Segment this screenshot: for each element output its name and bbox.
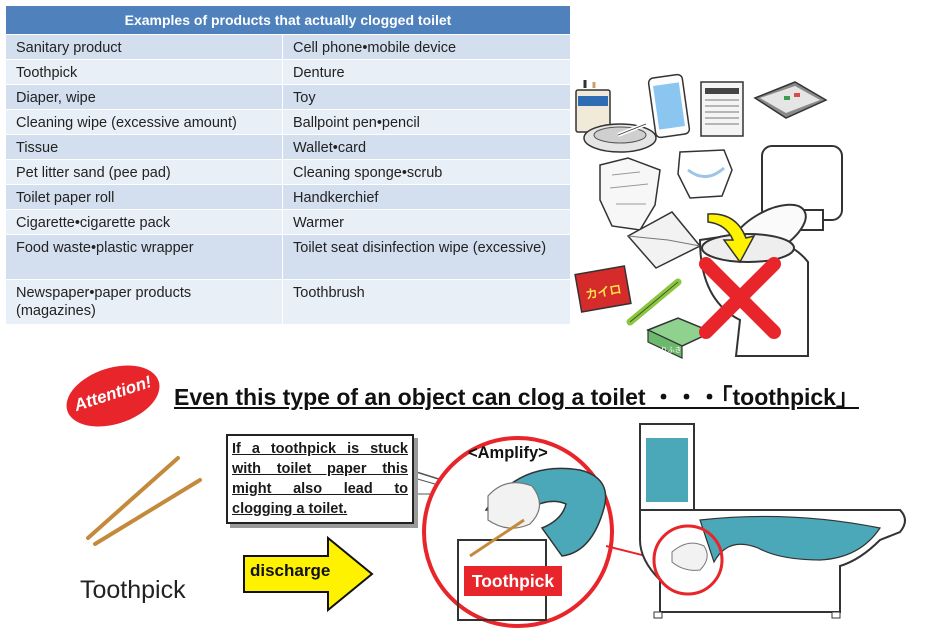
- discharge-arrow-icon: [243, 535, 374, 613]
- table-header: Examples of products that actually clogg…: [5, 5, 571, 35]
- table-row: Cleaning wipe (excessive amount)Ballpoin…: [5, 109, 571, 135]
- headline: Even this type of an object can clog a t…: [174, 384, 859, 410]
- smartphone-icon: [647, 73, 691, 139]
- wipe-box-icon: おしりふき: [646, 317, 714, 359]
- amplify-label: <Amplify>: [468, 444, 548, 462]
- toothpick-caption: Toothpick: [80, 576, 186, 604]
- warmer-pack-label: カイロ: [585, 282, 623, 302]
- plastic-glove-icon: [599, 157, 661, 231]
- product-cell-right: Handkerchief: [282, 184, 571, 210]
- diaper-icon: [677, 149, 733, 199]
- product-cell-right: Toilet seat disinfection wipe (excessive…: [282, 234, 571, 280]
- clog-products-table: Examples of products that actually clogg…: [5, 5, 571, 325]
- magnified-drain-circle: [422, 436, 614, 628]
- product-cell-left: Diaper, wipe: [5, 84, 283, 110]
- product-cell-right: Cleaning sponge•scrub: [282, 159, 571, 185]
- product-cell-right: Toothbrush: [282, 279, 571, 325]
- toothbrush-icon: [626, 278, 682, 326]
- product-cell-left: Toilet paper roll: [5, 184, 283, 210]
- attention-badge: Attention!: [57, 354, 168, 438]
- product-cell-left: Cleaning wipe (excessive amount): [5, 109, 283, 135]
- cigarette-pack-icon: [575, 80, 611, 133]
- toothpick-callout: If a toothpick is stuck with toilet pape…: [226, 434, 414, 524]
- down-arrow-icon: [707, 213, 756, 264]
- wallet-icon: [753, 81, 828, 119]
- toilet-illustration-bottom: [639, 423, 906, 619]
- table-row: Pet litter sand (pee pad)Cleaning sponge…: [5, 159, 571, 185]
- product-cell-right: Wallet•card: [282, 134, 571, 160]
- product-cell-right: Ballpoint pen•pencil: [282, 109, 571, 135]
- toothpicks-icon: [86, 456, 202, 546]
- red-cross-icon: [699, 257, 781, 339]
- discharge-label: discharge: [250, 561, 331, 580]
- table-row: Newspaper•paper products (magazines)Toot…: [5, 279, 571, 325]
- product-cell-left: Tissue: [5, 134, 283, 160]
- wipe-box-label: おしりふき: [647, 346, 682, 354]
- newspaper-icon: [700, 81, 744, 137]
- product-cell-left: Food waste•plastic wrapper: [5, 234, 283, 280]
- toothpick-tag: Toothpick: [464, 566, 562, 596]
- product-cell-right: Denture: [282, 59, 571, 85]
- ashtray-icon: [583, 122, 657, 153]
- product-cell-left: Toothpick: [5, 59, 283, 85]
- warmer-pack-icon: カイロ: [574, 265, 632, 313]
- product-cell-right: Toy: [282, 84, 571, 110]
- product-cell-left: Newspaper•paper products (magazines): [5, 279, 283, 325]
- product-cell-left: Cigarette•cigarette pack: [5, 209, 283, 235]
